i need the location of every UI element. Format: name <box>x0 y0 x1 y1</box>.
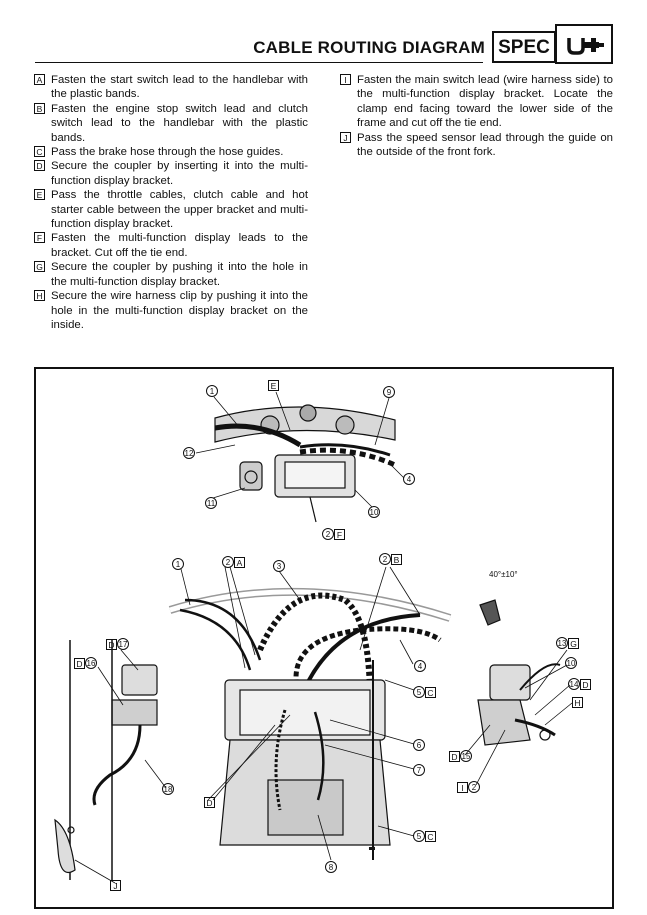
angle-annotation: 40°±10° <box>489 570 518 579</box>
page-title: CABLE ROUTING DIAGRAM <box>253 38 485 57</box>
upper-bracket-detail <box>214 404 397 523</box>
page-header: CABLE ROUTING DIAGRAM SPEC <box>0 0 647 70</box>
callout-3: 3 <box>273 560 285 572</box>
wrench-glyph <box>567 38 604 55</box>
callout-11: 11 <box>205 497 217 509</box>
callout-9: 9 <box>383 386 395 398</box>
title-rule <box>35 62 483 63</box>
callout-e: E <box>268 380 279 391</box>
callout-j: J <box>110 880 121 891</box>
callout-6: 6 <box>413 739 425 751</box>
callout-4-main: 4 <box>414 660 426 672</box>
callout-1-main: 1 <box>172 558 184 570</box>
callout-h: H <box>572 697 583 708</box>
callout-7: 7 <box>413 764 425 776</box>
callout-12: 12 <box>183 447 195 459</box>
callout-18: 18 <box>162 783 174 795</box>
callout-10-right: 10 <box>565 657 577 669</box>
callout-8: 8 <box>325 861 337 873</box>
diagram-frame <box>34 367 614 909</box>
right-bracket-detail <box>477 663 561 746</box>
callout-d-main: D <box>204 797 215 808</box>
wrench-icon <box>555 24 613 64</box>
left-fork-detail <box>54 640 158 880</box>
main-view <box>168 587 501 860</box>
callout-4-top: 4 <box>403 473 415 485</box>
leader-lines <box>74 391 573 884</box>
callout-1-top: 1 <box>206 385 218 397</box>
callout-10-top: 10 <box>368 506 380 518</box>
